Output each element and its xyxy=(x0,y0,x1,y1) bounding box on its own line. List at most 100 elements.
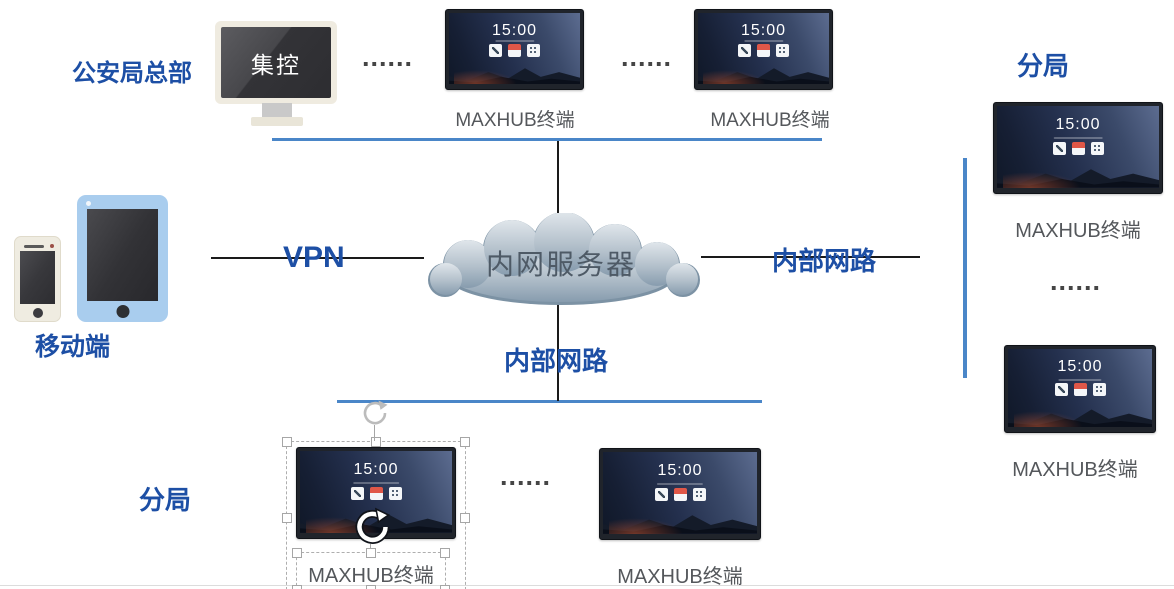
terminal-clock: 15:00 xyxy=(1057,358,1103,376)
maxhub-terminal-selected[interactable]: 15:00 xyxy=(296,447,456,539)
ellipsis-dots[interactable]: ...... xyxy=(500,461,552,491)
slide-bottom-edge xyxy=(0,585,1174,586)
terminal-app-icons xyxy=(698,44,829,58)
apps-grid-icon xyxy=(527,44,540,58)
rotate-handle-icon[interactable] xyxy=(361,398,389,426)
resize-handle[interactable] xyxy=(282,513,292,523)
terminal-screen: 15:00 xyxy=(449,13,580,84)
terminal-clock: 15:00 xyxy=(491,21,538,39)
maxhub-terminal[interactable]: 15:00 xyxy=(1004,345,1156,433)
terminal-clock: 15:00 xyxy=(353,460,399,478)
wallpaper-glow xyxy=(609,517,684,534)
rotate-handle-stem xyxy=(374,425,375,441)
resize-handle[interactable] xyxy=(440,548,450,558)
maxhub-terminal[interactable]: 15:00 xyxy=(445,9,584,90)
whiteboard-app-icon xyxy=(654,488,668,502)
rotate-handle-icon[interactable] xyxy=(352,506,392,546)
terminal-date-line xyxy=(494,39,535,42)
whiteboard-app-icon xyxy=(738,44,751,58)
ellipsis-dots[interactable]: ...... xyxy=(621,42,673,72)
terminal-app-icons xyxy=(300,487,452,501)
smartphone-illustration[interactable] xyxy=(14,236,61,322)
ellipsis-dots[interactable]: ...... xyxy=(362,42,414,72)
phone-camera-dot xyxy=(50,244,54,248)
resize-handle[interactable] xyxy=(292,548,302,558)
resize-handle[interactable] xyxy=(366,548,376,558)
control-monitor-screen: 集控 xyxy=(221,27,331,98)
vpn-label[interactable]: VPN xyxy=(283,241,345,274)
terminal-screen: 15:00 xyxy=(300,451,452,533)
wallpaper-glow xyxy=(1013,411,1083,427)
terminal-caption[interactable]: MAXHUB终端 xyxy=(617,566,743,588)
phone-home-button xyxy=(32,308,43,318)
terminal-app-icons xyxy=(603,488,757,502)
terminal-clock: 15:00 xyxy=(740,21,787,39)
terminal-caption[interactable]: MAXHUB终端 xyxy=(710,110,830,131)
terminal-caption[interactable]: MAXHUB终端 xyxy=(1015,220,1141,242)
terminal-clock: 15:00 xyxy=(1055,115,1101,133)
ellipsis-dots[interactable]: ...... xyxy=(1050,266,1102,296)
apps-grid-icon xyxy=(692,488,706,502)
meeting-app-icon xyxy=(1071,142,1085,156)
branch-bottom-left-label[interactable]: 分局 xyxy=(139,485,192,515)
resize-handle[interactable] xyxy=(460,437,470,447)
monitor-stand-base xyxy=(251,117,303,126)
maxhub-terminal[interactable]: 15:00 xyxy=(993,102,1163,194)
intranet-server-cloud[interactable]: 内网服务器 xyxy=(416,213,706,310)
phone-speaker xyxy=(24,245,44,248)
terminal-date-line xyxy=(1058,378,1102,381)
terminal-date-line xyxy=(353,482,399,485)
terminal-date-line xyxy=(743,39,784,42)
tablet-home-button xyxy=(116,305,129,318)
resize-handle[interactable] xyxy=(460,513,470,523)
terminal-clock: 15:00 xyxy=(657,461,703,479)
meeting-app-icon xyxy=(757,44,770,58)
resize-handle[interactable] xyxy=(371,437,381,447)
terminal-app-icons xyxy=(997,142,1159,156)
connector-cloud-bottom xyxy=(557,302,559,401)
apps-grid-icon xyxy=(388,487,402,501)
cloud-label: 内网服务器 xyxy=(485,248,636,280)
meeting-app-icon xyxy=(673,488,687,502)
branch-top-right-label[interactable]: 分局 xyxy=(1017,51,1070,81)
meeting-app-icon xyxy=(1073,383,1087,397)
tablet-camera-dot xyxy=(86,201,91,206)
terminal-screen: 15:00 xyxy=(1008,349,1152,427)
wallpaper-glow xyxy=(1003,171,1082,188)
monitor-stand-neck xyxy=(262,103,292,118)
connector-vpn xyxy=(211,257,424,259)
terminal-screen: 15:00 xyxy=(698,13,829,84)
terminal-caption[interactable]: MAXHUB终端 xyxy=(1012,459,1138,481)
whiteboard-app-icon xyxy=(489,44,502,58)
maxhub-terminal[interactable]: 15:00 xyxy=(599,448,761,540)
resize-handle[interactable] xyxy=(292,585,302,589)
selection-box-caption: MAXHUB终端 xyxy=(292,548,450,589)
terminal-screen: 15:00 xyxy=(997,106,1159,188)
apps-grid-icon xyxy=(776,44,789,58)
connector-cloud-top xyxy=(557,141,559,221)
resize-handle[interactable] xyxy=(282,437,292,447)
bus-line-right xyxy=(963,158,967,378)
mobile-label[interactable]: 移动端 xyxy=(35,333,111,361)
maxhub-terminal[interactable]: 15:00 xyxy=(694,9,833,90)
whiteboard-app-icon xyxy=(350,487,364,501)
connector-internal-right xyxy=(701,256,920,258)
resize-handle[interactable] xyxy=(366,585,376,589)
terminal-caption[interactable]: MAXHUB终端 xyxy=(455,110,575,131)
whiteboard-app-icon xyxy=(1054,383,1068,397)
resize-handle[interactable] xyxy=(440,585,450,589)
bus-line-top xyxy=(272,138,822,141)
tablet-illustration[interactable] xyxy=(77,195,168,322)
wallpaper-glow xyxy=(703,69,767,84)
control-monitor[interactable]: 集控 xyxy=(215,21,337,104)
terminal-caption[interactable]: MAXHUB终端 xyxy=(308,565,434,587)
selection-box-terminal xyxy=(282,437,470,589)
cloud-shape xyxy=(428,213,700,305)
internal-right-label[interactable]: 内部网路 xyxy=(772,246,877,276)
hq-label[interactable]: 公安局总部 xyxy=(72,60,192,87)
meeting-app-icon xyxy=(369,487,383,501)
internal-bottom-label[interactable]: 内部网路 xyxy=(504,346,609,376)
apps-grid-icon xyxy=(1092,383,1106,397)
apps-grid-icon xyxy=(1090,142,1104,156)
